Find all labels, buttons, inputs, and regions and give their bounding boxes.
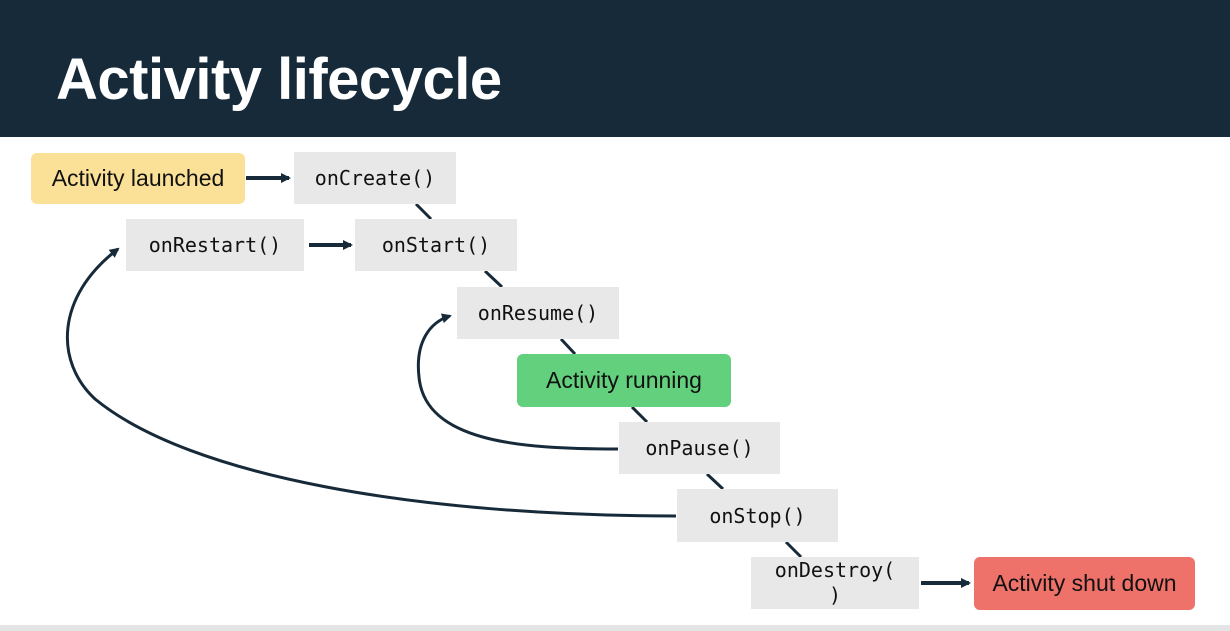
connector-stop-destroy bbox=[784, 540, 803, 559]
on-restart-node: onRestart() bbox=[126, 219, 304, 271]
connector-create-start bbox=[414, 202, 433, 221]
arrow-stop-restart-loop bbox=[65, 247, 677, 518]
on-destroy-node: onDestroy( ) bbox=[751, 557, 919, 609]
lifecycle-diagram: Activity launched onCreate() onRestart()… bbox=[0, 137, 1230, 631]
on-create-node: onCreate() bbox=[294, 152, 456, 204]
activity-running-node: Activity running bbox=[517, 354, 731, 407]
connector-pause-stop bbox=[705, 472, 725, 491]
on-start-node: onStart() bbox=[355, 219, 517, 271]
activity-shutdown-node: Activity shut down bbox=[974, 557, 1195, 610]
title-bar: Activity lifecycle bbox=[0, 0, 1230, 137]
connector-resume-running bbox=[559, 337, 577, 356]
on-resume-node: onResume() bbox=[457, 287, 619, 339]
on-pause-node: onPause() bbox=[619, 422, 780, 474]
diagram-connectors bbox=[65, 173, 971, 588]
connector-running-pause bbox=[630, 405, 649, 424]
page-title: Activity lifecycle bbox=[56, 47, 502, 112]
arrow-pause-resume-loop bbox=[416, 313, 619, 451]
on-stop-node: onStop() bbox=[677, 489, 838, 542]
connector-start-resume bbox=[483, 269, 504, 289]
activity-launched-node: Activity launched bbox=[31, 153, 245, 204]
slide-bottom-edge bbox=[0, 625, 1230, 631]
